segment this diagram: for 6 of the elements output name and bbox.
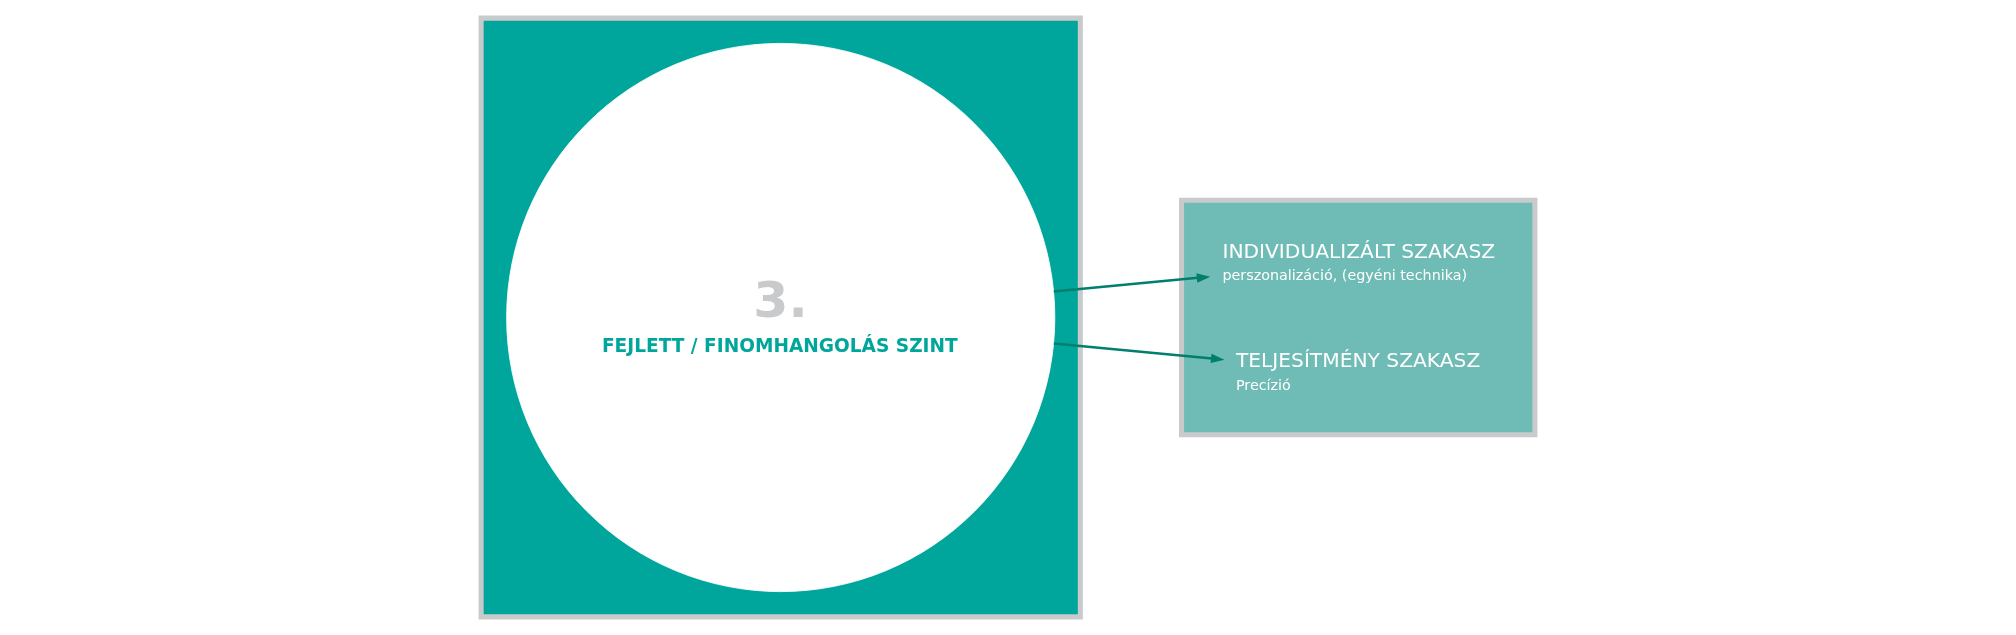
cluster [478, 15, 1083, 620]
cluster [1179, 197, 1538, 438]
node-text: INDIVIDUALIZÁLT SZAKASZ perszonalizáció, (egyéni technika) [1222, 238, 1496, 284]
arrow [1053, 342, 1225, 364]
node-text: TELJESÍTMÉNY SZAKASZ Precízió [1235, 348, 1481, 393]
arrow [1053, 273, 1211, 293]
